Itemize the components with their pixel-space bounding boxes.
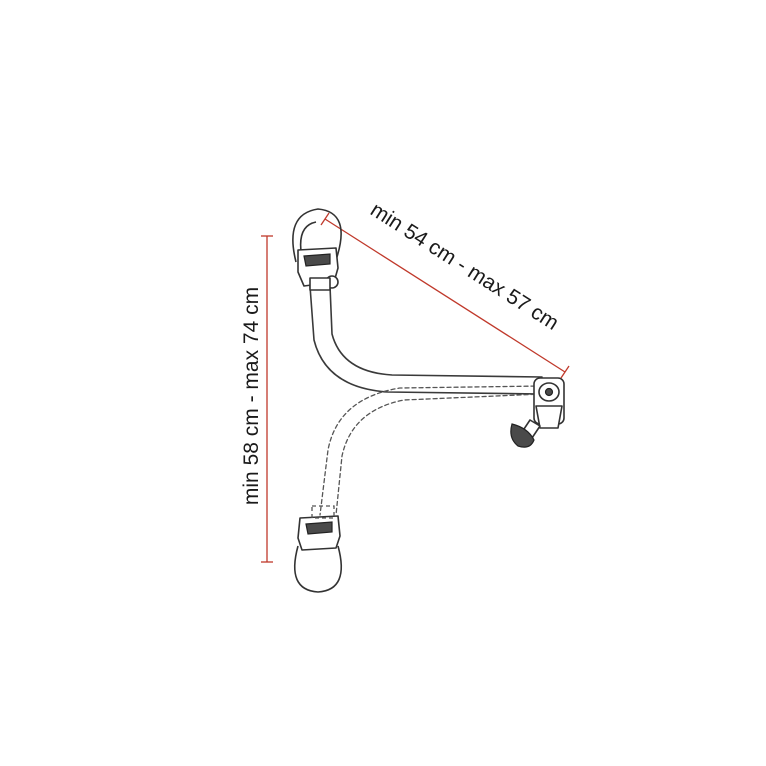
- arm-dashed-outer: [319, 385, 543, 516]
- bottom-clamp-strap: [294, 545, 342, 593]
- diagonal-dimension-cap-end: [560, 365, 570, 379]
- mount-head-lower: [535, 405, 563, 429]
- mount-knob-icon: [510, 423, 535, 448]
- bottom-clamp: [294, 505, 342, 593]
- top-clamp-collar: [309, 277, 331, 291]
- arm-dashed-inner: [335, 393, 543, 516]
- bottom-clamp-collar: [311, 505, 335, 519]
- top-clamp-jaw: [303, 253, 331, 267]
- diagonal-dimension: min 54 cm - max 57 cm: [320, 198, 570, 379]
- top-clamp-strap: [292, 208, 342, 263]
- diagonal-dimension-cap-start: [320, 212, 330, 226]
- vertical-dimension: min 58 cm - max 74 cm: [240, 235, 273, 563]
- arm-solid: [309, 285, 543, 395]
- arm-dashed-alternative: [319, 385, 543, 516]
- top-clamp: [292, 208, 342, 291]
- diagonal-dimension-label: min 54 cm - max 57 cm: [366, 198, 562, 335]
- arm-tube-outer: [309, 285, 543, 395]
- arm-tube-inner: [329, 285, 543, 378]
- bottom-clamp-jaw: [305, 521, 333, 535]
- vertical-dimension-label: min 58 cm - max 74 cm: [240, 287, 263, 505]
- diagonal-dimension-line: [324, 218, 566, 373]
- mount-head-bolt: [544, 387, 554, 397]
- mount-head: [510, 377, 565, 448]
